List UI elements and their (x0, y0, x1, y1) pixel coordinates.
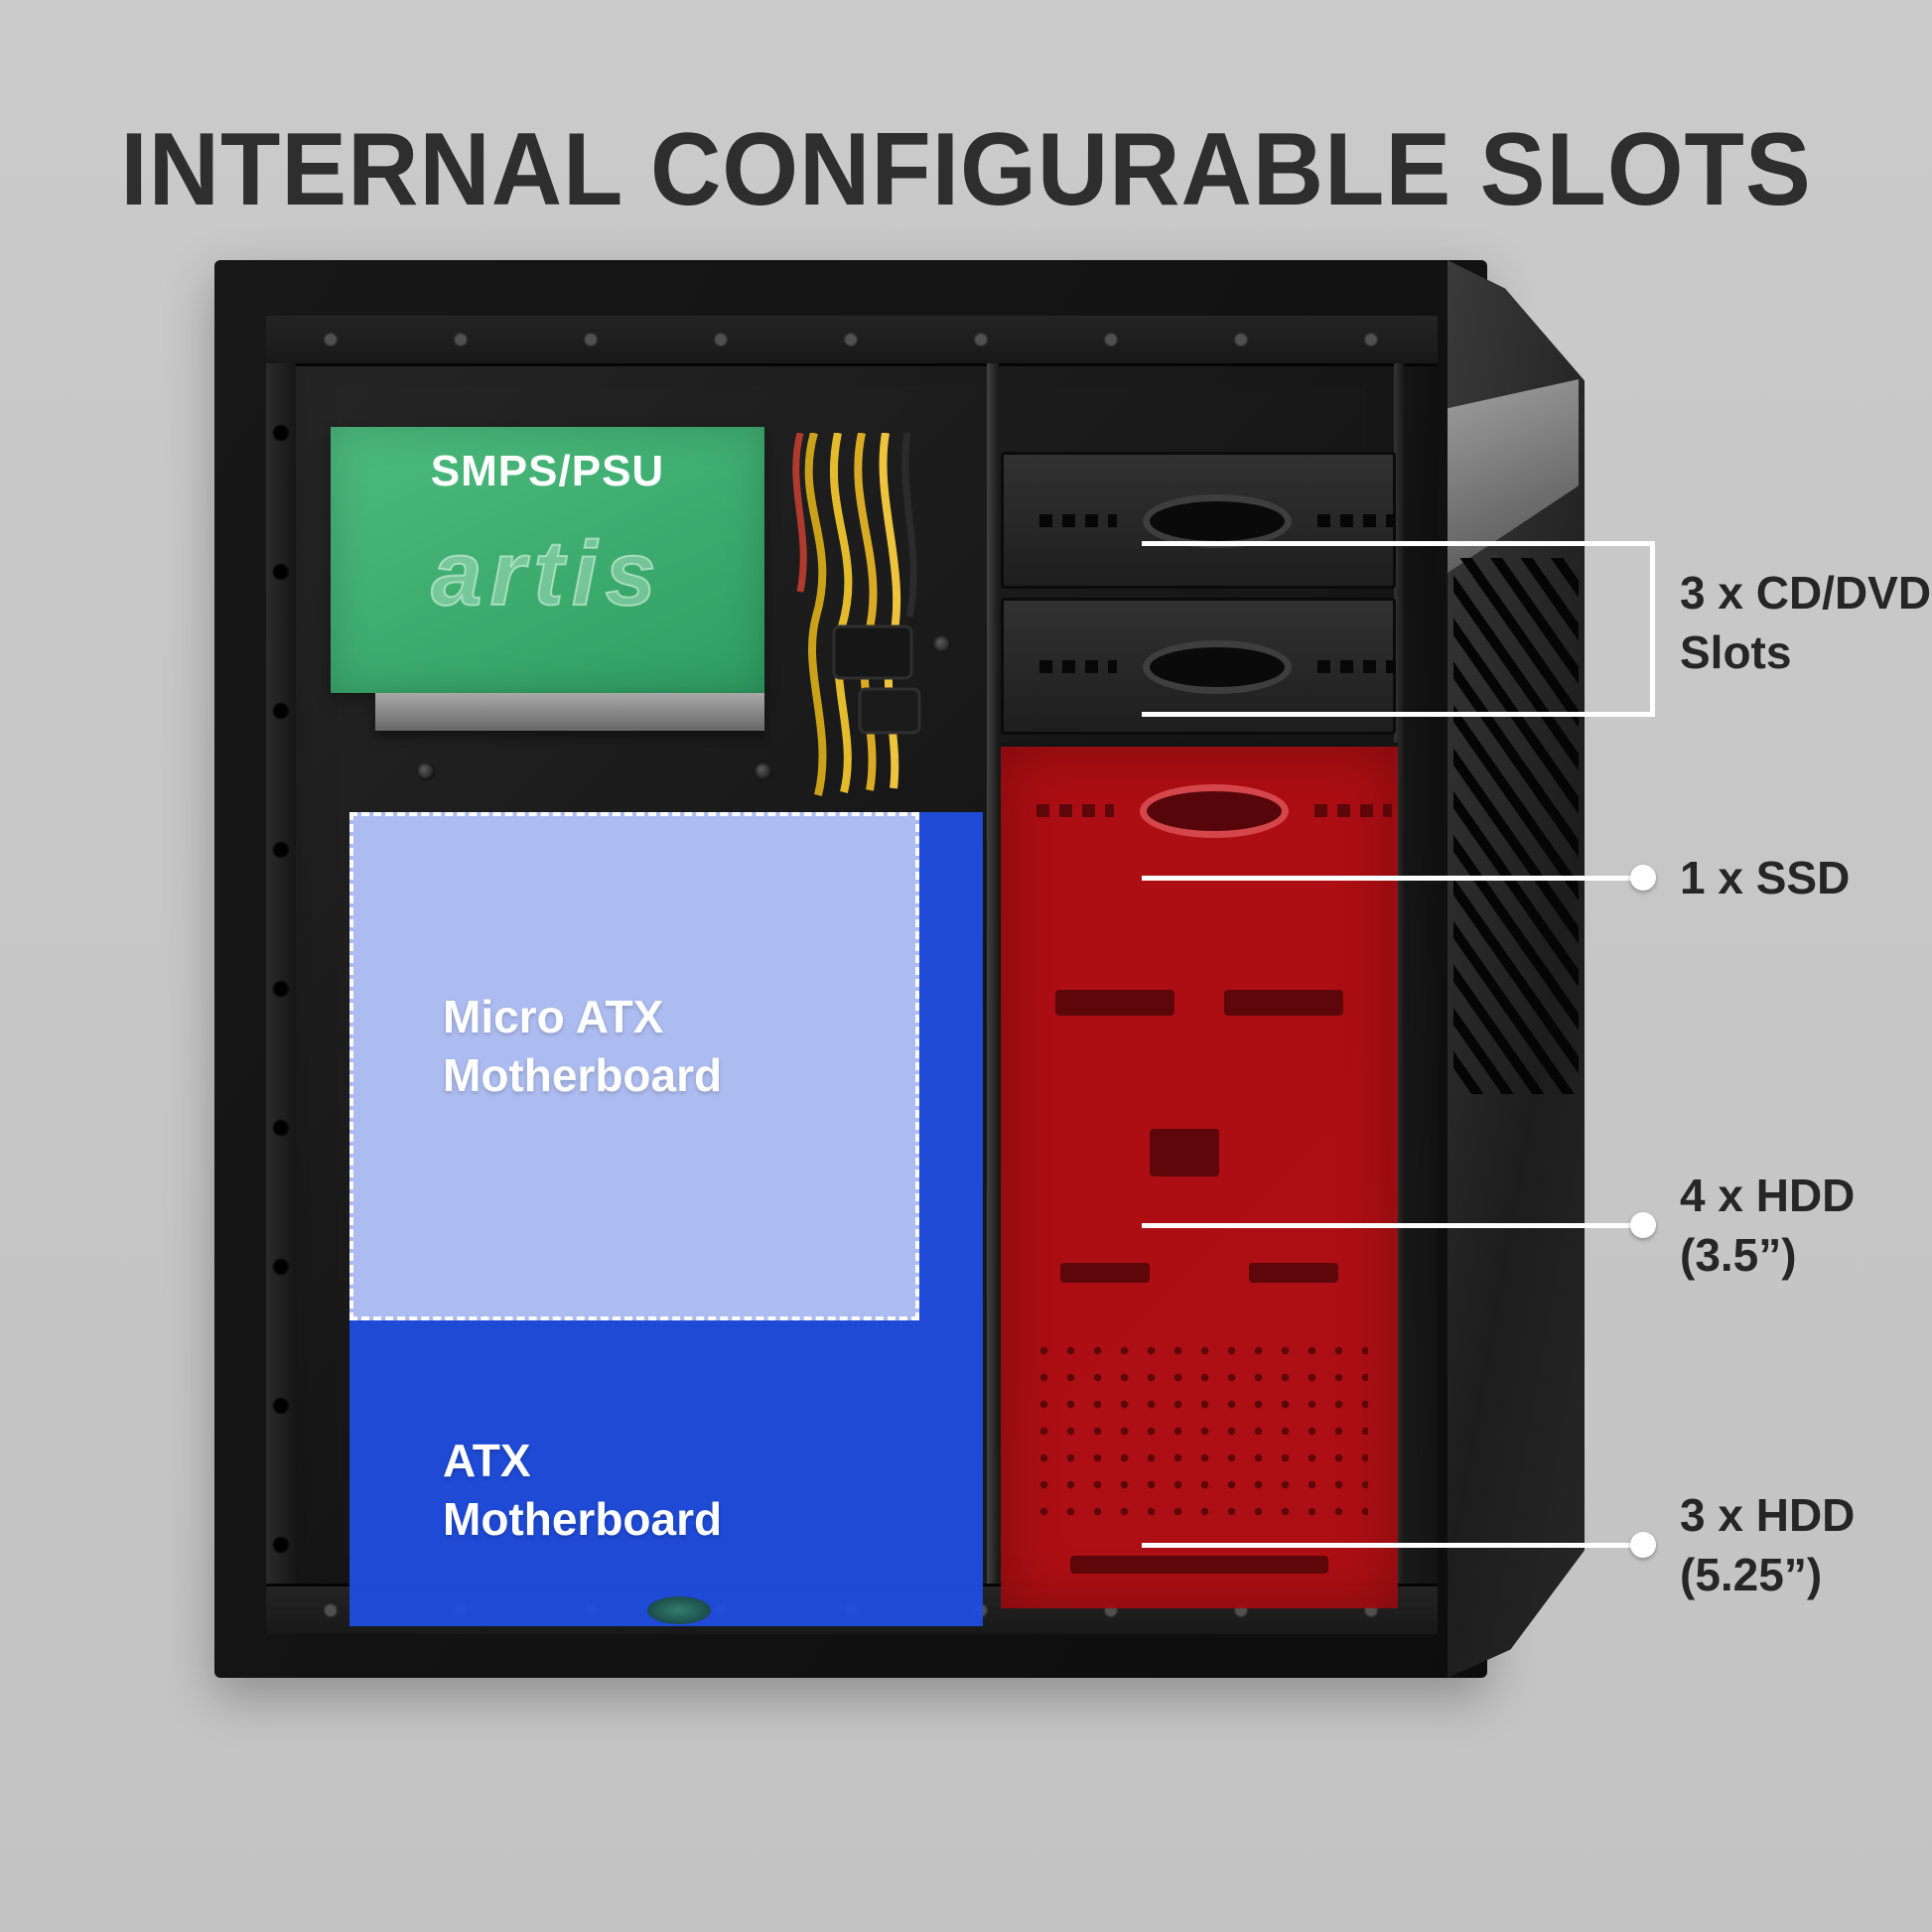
cd-dvd-callout-line2: Slots (1680, 625, 1792, 678)
hdd-5-25-callout-line (1142, 1543, 1638, 1548)
ssd-callout-line1: 1 x SSD (1680, 852, 1851, 903)
cd-dvd-bay (1001, 452, 1396, 589)
case-floor-sticker (647, 1596, 711, 1624)
atx-label-line2: Motherboard (443, 1492, 723, 1545)
psu-cable-bundle (792, 433, 921, 796)
psu-mount-shelf (375, 693, 764, 731)
atx-label: ATX Motherboard (443, 1432, 722, 1549)
psu-overlay: SMPS/PSU artis (331, 427, 764, 693)
bay-vent-holes (1039, 514, 1117, 527)
side-panel-vents (1453, 558, 1579, 1094)
micro-atx-label-line1: Micro ATX (443, 991, 664, 1042)
page-title: INTERNAL CONFIGURABLE SLOTS (120, 112, 1812, 227)
cage-slot-cutout (1060, 1263, 1150, 1283)
cage-perforation-grid (1031, 1337, 1368, 1531)
bay-vent-holes (1317, 514, 1395, 527)
interior-divider-post (987, 363, 999, 1584)
cd-dvd-callout-line1: 3 x CD/DVD (1680, 567, 1932, 619)
atx-label-line1: ATX (443, 1435, 531, 1486)
ssd-callout-label: 1 x SSD (1680, 849, 1850, 908)
micro-atx-label: Micro ATX Motherboard (443, 988, 722, 1105)
cd-dvd-callout-label: 3 x CD/DVD Slots (1680, 564, 1931, 683)
case-side-panel (1448, 260, 1585, 1678)
micro-atx-motherboard-overlay (349, 812, 919, 1320)
screw (755, 762, 772, 780)
cage-vent-holes (1036, 804, 1114, 817)
screw (933, 635, 951, 653)
bay-vent-holes (1039, 660, 1117, 673)
hdd-5-25-callout-dot (1630, 1532, 1656, 1558)
cage-slot-cutout (1249, 1263, 1338, 1283)
hdd-3-5-callout-line2: (3.5”) (1680, 1228, 1797, 1281)
hdd-3-5-callout-line (1142, 1223, 1638, 1228)
bay-vent-holes (1317, 660, 1395, 673)
psu-brand-logo: artis (430, 522, 664, 625)
hdd-3-5-callout-label: 4 x HDD (3.5”) (1680, 1167, 1855, 1286)
hdd-5-25-callout-line2: (5.25”) (1680, 1548, 1823, 1600)
bay-oval-cutout (1143, 640, 1292, 694)
cage-slot-cutout (1224, 990, 1343, 1016)
psu-label: SMPS/PSU (430, 447, 665, 495)
drive-cage-overlay (1001, 743, 1398, 1608)
drive-cage-right-edge (1394, 363, 1404, 1584)
case-left-rail (266, 363, 296, 1584)
hdd-3-5-callout-dot (1630, 1212, 1656, 1238)
hdd-5-25-callout-label: 3 x HDD (5.25”) (1680, 1486, 1855, 1605)
cage-vent-holes (1314, 804, 1392, 817)
ssd-callout-dot (1630, 865, 1656, 891)
case-top-rail (266, 316, 1438, 366)
screw (417, 762, 435, 780)
cage-oval-cutout (1140, 784, 1289, 838)
cd-dvd-callout-bracket (1142, 541, 1655, 717)
hdd-5-25-callout-line1: 3 x HDD (1680, 1489, 1856, 1541)
ssd-callout-line (1142, 876, 1638, 881)
cage-slot-cutout (1070, 1556, 1328, 1574)
micro-atx-label-line2: Motherboard (443, 1048, 723, 1101)
cage-slot-cutout (1055, 990, 1174, 1016)
bay-oval-cutout (1143, 494, 1292, 548)
hdd-3-5-callout-line1: 4 x HDD (1680, 1170, 1856, 1221)
cage-square-cutout (1150, 1129, 1219, 1176)
